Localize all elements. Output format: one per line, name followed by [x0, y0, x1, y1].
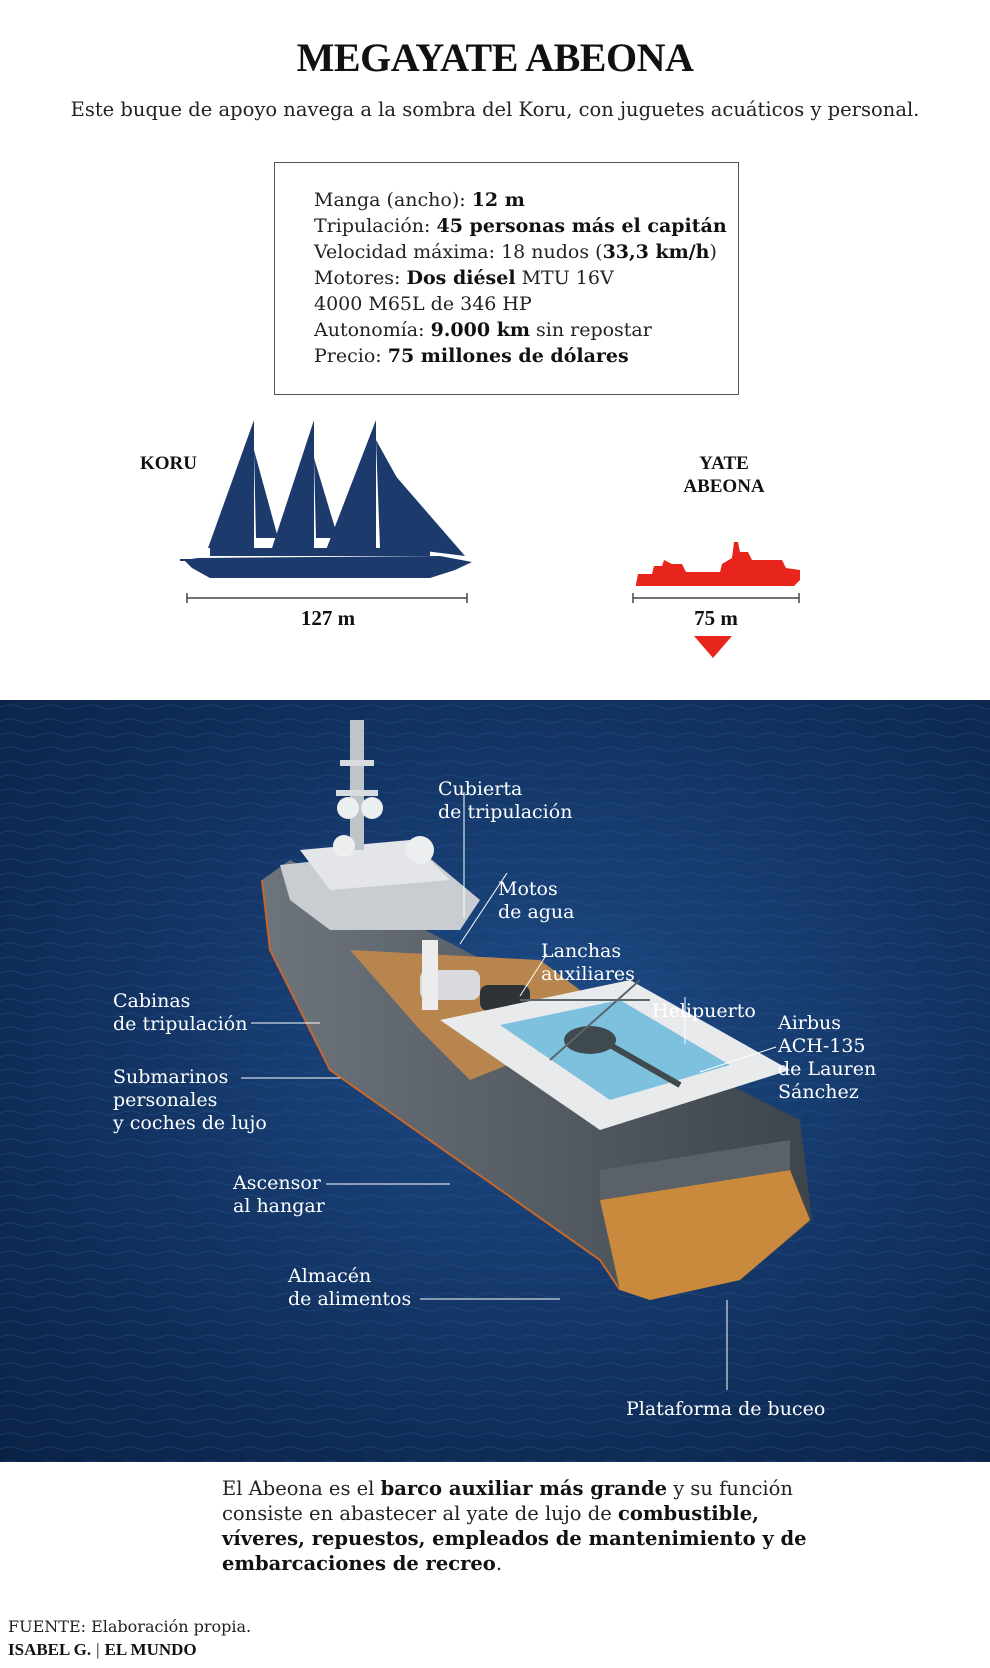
callout-airbus-l1: Airbus — [778, 1012, 842, 1034]
callout-plataforma: Plataforma de buceo — [626, 1398, 825, 1421]
abeona-length: 75 m — [694, 606, 738, 630]
callout-ascensor-l2: al hangar — [233, 1195, 325, 1217]
source-note: FUENTE: Elaboración propia. — [8, 1617, 252, 1636]
callout-cabinas-l1: Cabinas — [113, 990, 191, 1012]
callout-submarinos: Submarinos personales y coches de lujo — [113, 1066, 267, 1135]
spec-autonomia: Autonomía: 9.000 km sin repostar — [314, 319, 652, 341]
spec-manga: Manga (ancho): 12 m — [314, 189, 525, 211]
yacht-illustration — [0, 700, 990, 1462]
callout-almacen-l2: de alimentos — [288, 1288, 412, 1310]
callout-airbus: Airbus ACH-135 de Lauren Sánchez — [778, 1012, 876, 1104]
callout-cabinas-l2: de tripulación — [113, 1013, 248, 1035]
callout-airbus-l3: de Lauren — [778, 1058, 877, 1080]
koru-label: KORU — [140, 453, 197, 474]
callout-airbus-l2: ACH-135 — [778, 1035, 866, 1057]
yacht-photo: Cubierta de tripulación Motos de agua La… — [0, 700, 990, 1462]
abeona-label: YATE ABEONA — [664, 452, 784, 498]
koru-silhouette — [180, 420, 472, 578]
page-title: MEGAYATE ABEONA — [296, 35, 694, 80]
callout-motos-l2: de agua — [498, 901, 575, 923]
callout-airbus-l4: Sánchez — [778, 1081, 859, 1103]
abeona-silhouette — [636, 542, 800, 586]
spec-velocidad: Velocidad máxima: 18 nudos (33,3 km/h) — [314, 241, 717, 263]
bottom-description: El Abeona es el barco auxiliar más grand… — [222, 1477, 807, 1575]
callout-ascensor: Ascensor al hangar — [233, 1172, 325, 1218]
callout-ascensor-l1: Ascensor — [233, 1172, 321, 1194]
callout-motos: Motos de agua — [498, 878, 575, 924]
callout-helipuerto: Helipuerto — [652, 1000, 756, 1023]
spec-motores: Motores: Dos diésel MTU 16V — [314, 267, 614, 289]
subtitle: Este buque de apoyo navega a la sombra d… — [70, 98, 920, 121]
callout-almacen-l1: Almacén — [288, 1265, 372, 1287]
callout-helipuerto-l1: Helipuerto — [652, 1000, 756, 1022]
callout-submarinos-l2: personales — [113, 1089, 218, 1111]
callout-cubierta-l2: de tripulación — [438, 801, 573, 823]
callout-submarinos-l3: y coches de lujo — [113, 1112, 267, 1134]
callout-plataforma-l1: Plataforma de buceo — [626, 1398, 826, 1420]
callout-lanchas-l2: auxiliares — [541, 963, 635, 985]
callout-submarinos-l1: Submarinos — [113, 1066, 229, 1088]
callout-lanchas: Lanchas auxiliares — [541, 940, 635, 986]
callout-cubierta: Cubierta de tripulación — [438, 778, 572, 824]
callout-motos-l1: Motos — [498, 878, 558, 900]
abeona-label-line2: ABEONA — [683, 476, 765, 497]
koru-scale-line — [186, 593, 468, 603]
credit-line: ISABEL G.|EL MUNDO — [8, 1640, 197, 1659]
callout-almacen: Almacén de alimentos — [288, 1265, 411, 1311]
koru-length: 127 m — [300, 606, 356, 630]
abeona-scale-line — [632, 593, 800, 603]
down-triangle-icon — [694, 636, 732, 658]
spec-precio: Precio: 75 millones de dólares — [314, 345, 629, 367]
specs-box: Manga (ancho): 12 m Tripulación: 45 pers… — [274, 162, 739, 395]
callout-lanchas-l1: Lanchas — [541, 940, 622, 962]
spec-tripulacion: Tripulación: 45 personas más el capitán — [314, 215, 727, 237]
callout-cabinas: Cabinas de tripulación — [113, 990, 247, 1036]
callout-cubierta-l1: Cubierta — [438, 778, 523, 800]
spec-motores-cont: 4000 M65L de 346 HP — [314, 293, 532, 315]
abeona-label-line1: YATE — [699, 453, 749, 474]
